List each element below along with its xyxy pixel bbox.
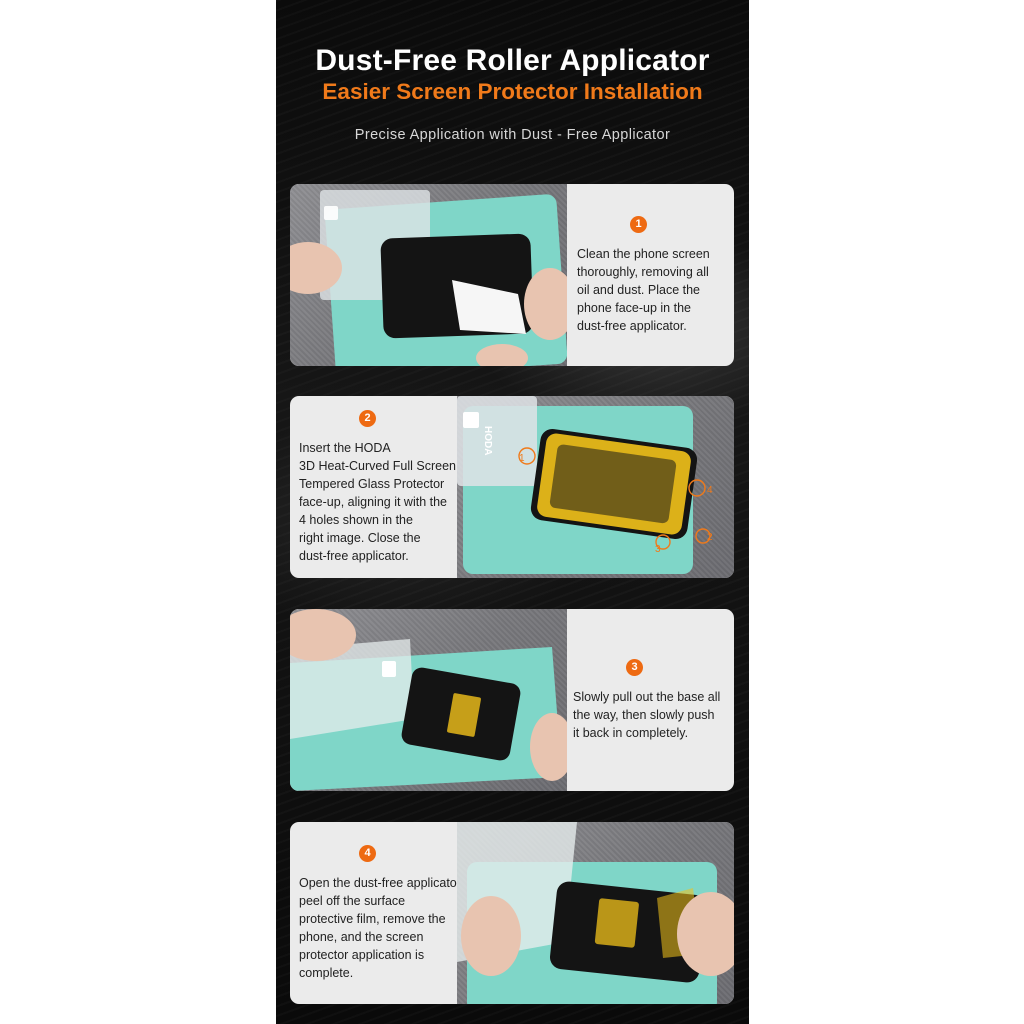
step-3-caption: 3 Slowly pull out the base all the way, … [573, 609, 729, 791]
step-4-photo [457, 822, 734, 1004]
step-1-caption: 1 Clean the phone screen thoroughly, rem… [577, 184, 727, 366]
infographic-panel: Dust-Free Roller Applicator Easier Scree… [276, 0, 749, 1024]
page-subtitle: Easier Screen Protector Installation [322, 79, 703, 104]
hole-label-4: 4 [707, 485, 713, 496]
step-card-3: 3 Slowly pull out the base all the way, … [290, 609, 734, 791]
step-3-photo [290, 609, 567, 791]
step-1-photo [290, 184, 567, 366]
step-4-caption: 4 Open the dust-free applicator, peel of… [299, 822, 469, 1004]
step-number-badge: 4 [359, 844, 376, 862]
hole-label-1: 1 [519, 453, 525, 464]
page-tagline: Precise Application with Dust - Free App… [354, 127, 671, 143]
step-number-badge: 1 [630, 215, 647, 233]
step-2-photo: HODA 1 4 2 3 [457, 396, 734, 578]
step-1-text: Clean the phone screen thoroughly, remov… [577, 246, 710, 333]
step-4-text: Open the dust-free applicator, peel off … [299, 875, 464, 980]
step-card-2: 2 Insert the HODA 3D Heat-Curved Full Sc… [290, 396, 734, 578]
step-2-caption: 2 Insert the HODA 3D Heat-Curved Full Sc… [299, 396, 459, 578]
hole-label-3: 3 [655, 544, 661, 555]
step-card-1: 1 Clean the phone screen thoroughly, rem… [290, 184, 734, 366]
step-3-text: Slowly pull out the base all the way, th… [573, 689, 721, 740]
step-number-badge: 3 [626, 658, 643, 676]
page-title: Dust-Free Roller Applicator [315, 44, 710, 77]
hole-label-2: 2 [707, 532, 713, 543]
step-number-badge: 2 [359, 409, 376, 427]
step-card-4: 4 Open the dust-free applicator, peel of… [290, 822, 734, 1004]
step-2-text: Insert the HODA 3D Heat-Curved Full Scre… [299, 440, 457, 563]
brand-label: HODA [482, 426, 493, 455]
